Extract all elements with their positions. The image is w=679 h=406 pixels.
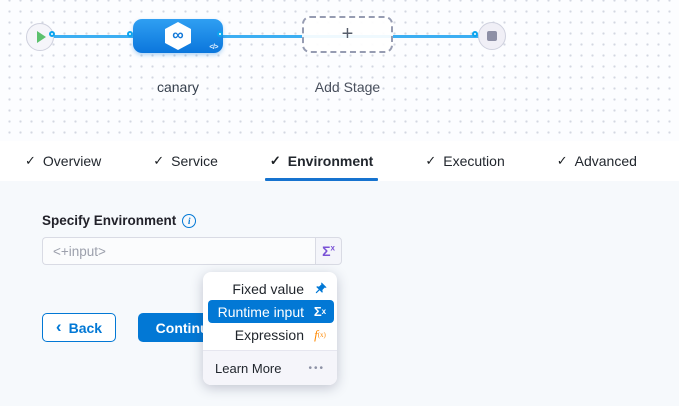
check-icon: ✓	[25, 153, 36, 168]
tab-label: Advanced	[574, 153, 637, 169]
tab-environment[interactable]: ✓ Environment	[264, 141, 379, 181]
deployment-hexagon-icon: ∞	[165, 22, 191, 50]
play-icon	[37, 31, 46, 43]
tab-label: Execution	[443, 153, 505, 169]
check-icon: ✓	[269, 153, 281, 168]
add-stage-button[interactable]: +	[302, 16, 393, 53]
tab-advanced[interactable]: ✓ Advanced	[557, 141, 637, 181]
environment-panel: Specify Environment i Σx ‹ Back Continue…	[0, 181, 679, 406]
menu-item-label: Expression	[234, 326, 304, 343]
check-icon: ✓	[425, 153, 437, 168]
menu-item-expression[interactable]: Expression f(x)	[203, 323, 337, 346]
chevron-left-icon: ‹	[55, 317, 62, 336]
back-button-label: Back	[68, 319, 103, 336]
menu-item-label: Runtime input	[217, 303, 304, 320]
runtime-input-type-button[interactable]: Σx	[315, 237, 342, 265]
learn-more-link[interactable]: Learn More	[215, 360, 282, 376]
menu-item-fixed-value[interactable]: Fixed value	[203, 277, 337, 300]
ellipsis-icon[interactable]: •••	[308, 362, 325, 374]
tab-service[interactable]: ✓ Service	[153, 141, 218, 181]
check-icon: ✓	[153, 153, 165, 168]
tab-overview[interactable]: ✓ Overview	[25, 141, 101, 181]
connector-port	[49, 31, 55, 37]
specify-environment-label: Specify Environment i	[42, 213, 197, 228]
check-icon: ✓	[556, 153, 568, 168]
connector-port	[127, 31, 133, 37]
plus-icon: +	[341, 23, 354, 45]
environment-input[interactable]	[42, 237, 315, 265]
stage-label-canary: canary	[156, 79, 200, 95]
connector-port	[217, 31, 223, 37]
pipeline-end-node[interactable]	[478, 22, 506, 50]
fx-expression-icon: f(x)	[314, 326, 326, 342]
stage-tabbar: ✓ Overview ✓ Service ✓ Environment ✓ Exe…	[0, 141, 679, 181]
tab-label: Service	[171, 153, 218, 169]
stage-node-canary[interactable]: ∞ </>	[133, 19, 223, 53]
field-label-text: Specify Environment	[42, 213, 177, 228]
sigma-icon: Σx	[322, 243, 335, 259]
info-icon[interactable]: i	[182, 213, 197, 228]
stop-icon	[487, 31, 497, 41]
pipeline-connector-line	[52, 35, 480, 38]
connector-port	[472, 31, 478, 37]
pin-icon	[312, 282, 328, 296]
pipeline-start-node[interactable]	[26, 23, 54, 51]
tab-label: Overview	[42, 153, 102, 169]
infinity-icon: ∞	[172, 27, 184, 44]
pipeline-canvas: ∞ </> + canary Add Stage	[0, 0, 679, 141]
tab-execution[interactable]: ✓ Execution	[425, 141, 504, 181]
value-type-menu-footer: Learn More •••	[203, 350, 337, 385]
tab-label: Environment	[287, 153, 374, 169]
environment-input-group: Σx	[42, 237, 342, 265]
code-badge-icon: </>	[209, 44, 218, 51]
continue-button-label: Continue	[155, 319, 217, 336]
back-button[interactable]: ‹ Back	[42, 313, 116, 342]
add-stage-label: Add Stage	[314, 79, 381, 95]
menu-item-label: Fixed value	[232, 280, 304, 297]
